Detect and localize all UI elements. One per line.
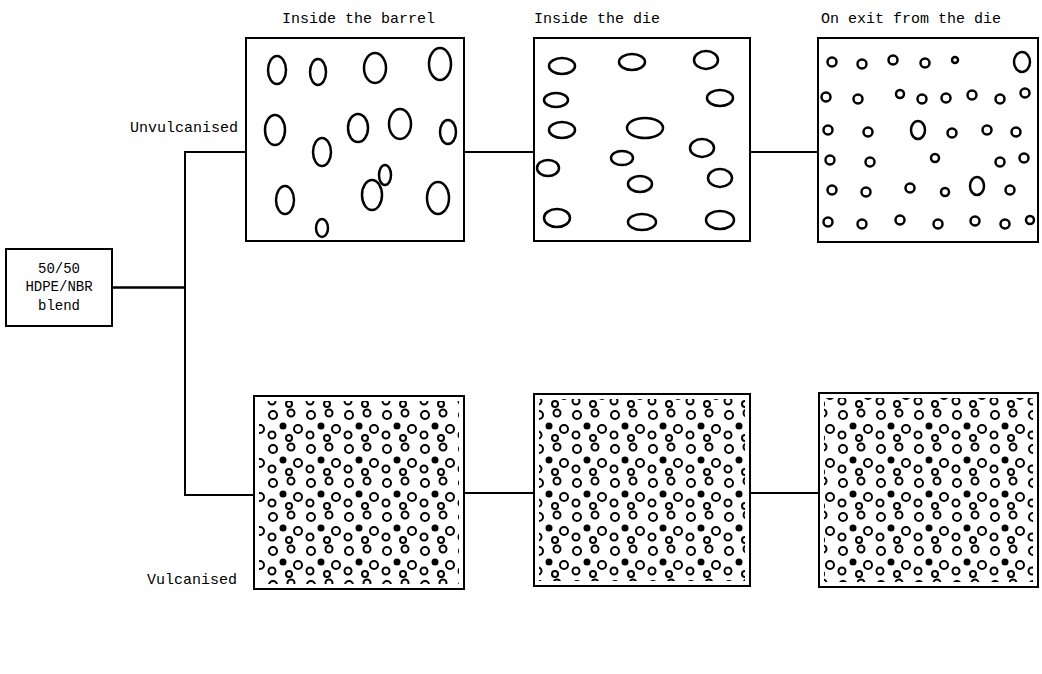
morphology-box: Inside the barrel	[245, 37, 465, 242]
stage-heading: Inside the die	[532, 11, 662, 29]
branch-label: Vulcanised	[145, 572, 239, 590]
small-droplets	[822, 52, 1035, 229]
morphology-box	[818, 392, 1039, 588]
coarse-droplets	[265, 48, 456, 237]
stage-heading: On exit from the die	[819, 11, 1003, 29]
morphology-box	[253, 395, 465, 590]
vulcanised-dispersion	[259, 401, 459, 584]
connector-line	[465, 492, 533, 494]
connector-line	[113, 152, 245, 288]
material-name: 50/50 HDPE/NBR blend	[21, 260, 97, 315]
connector-line	[751, 151, 817, 153]
morphology-box: Inside the die	[533, 37, 751, 242]
morphology-box	[533, 393, 751, 587]
stage-heading: Inside the barrel	[280, 11, 437, 29]
material-box: 50/50 HDPE/NBR blend	[5, 248, 113, 327]
connector-line	[751, 492, 818, 494]
connector-line	[113, 288, 253, 496]
morphology-box: On exit from the die	[817, 37, 1039, 243]
branch-label: Unvulcanised	[128, 120, 240, 138]
vulcanised-dispersion	[539, 399, 745, 581]
connector-line	[465, 151, 533, 153]
vulcanised-dispersion	[824, 398, 1033, 582]
elongated-droplets	[537, 51, 734, 230]
